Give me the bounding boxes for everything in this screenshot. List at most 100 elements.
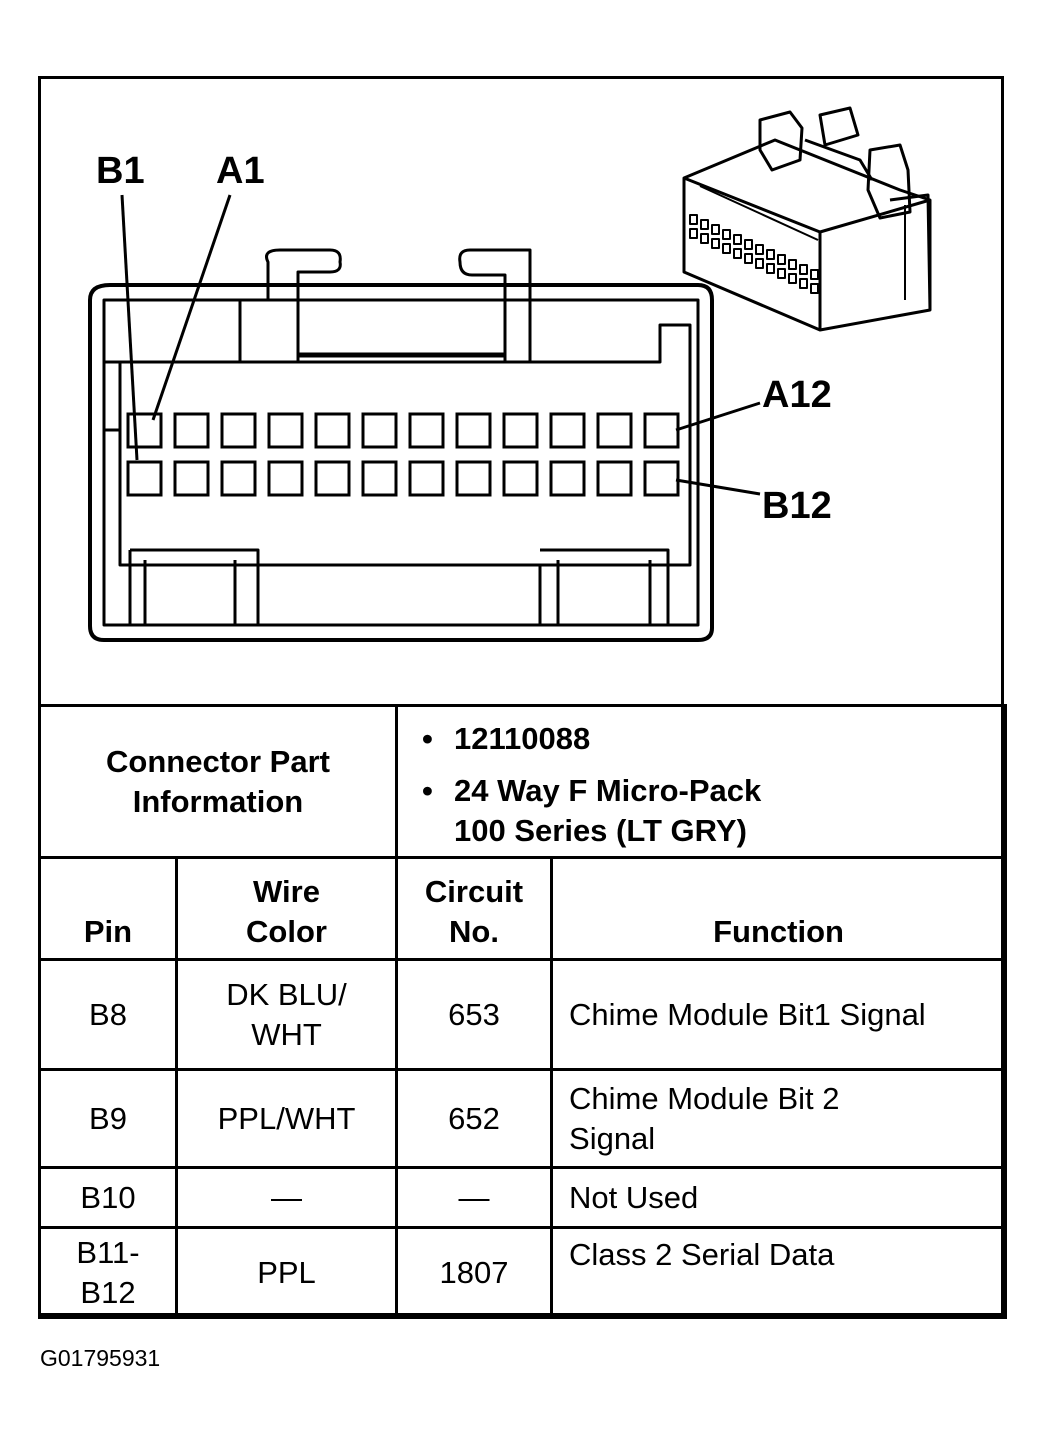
label-b12: B12 <box>762 485 832 527</box>
header-pin: Pin <box>38 856 178 961</box>
bottom-tab-left <box>128 548 260 625</box>
cavity-b10 <box>549 460 586 497</box>
cavity-a11 <box>596 412 633 449</box>
part-info-heading: Connector Part Information <box>37 704 399 859</box>
cavity-b3 <box>220 460 257 497</box>
iso-cavity <box>733 248 742 259</box>
cavity-a5 <box>314 412 351 449</box>
cavity-b8 <box>455 460 492 497</box>
iso-cavity <box>788 259 797 270</box>
iso-cavity <box>777 268 786 279</box>
iso-cavity <box>766 263 775 274</box>
iso-cavity <box>744 239 753 250</box>
cavity-b9 <box>502 460 539 497</box>
label-b1: B1 <box>96 150 145 192</box>
circuit-cell: 653 <box>395 958 554 1071</box>
label-a12: A12 <box>762 374 832 416</box>
iso-cavity <box>755 258 764 269</box>
cavity-b2 <box>173 460 210 497</box>
cavity-a10 <box>549 412 586 449</box>
circuit-cell: 1807 <box>395 1226 554 1319</box>
function-cell: Class 2 Serial Data <box>550 1226 1008 1319</box>
iso-cavity <box>689 214 698 225</box>
part-info-details: • 12110088 • 24 Way F Micro-Pack 100 Ser… <box>395 704 1008 859</box>
cavity-a6 <box>361 412 398 449</box>
iso-cavity <box>777 254 786 265</box>
cavity-a9 <box>502 412 539 449</box>
table-row: B8 DK BLU/WHT 653 Chime Module Bit1 Sign… <box>38 958 1008 1071</box>
connector-face-diagram <box>88 106 932 642</box>
wire-color-cell: — <box>174 1166 399 1229</box>
iso-cavity <box>799 278 808 289</box>
pin-cell: B9 <box>38 1068 178 1169</box>
iso-cavity <box>722 229 731 240</box>
iso-cavity <box>788 273 797 284</box>
connector-isometric-view <box>682 106 932 332</box>
connector-housing <box>88 283 714 642</box>
iso-cavity <box>733 234 742 245</box>
iso-cavity <box>810 269 819 280</box>
iso-cavity <box>700 219 709 230</box>
connector-description-item: • 24 Way F Micro-Pack 100 Series (LT GRY… <box>422 771 1004 851</box>
wire-color-cell: DK BLU/WHT <box>174 958 399 1071</box>
table-row: B11-B12 PPL 1807 Class 2 Serial Data <box>38 1226 1008 1319</box>
latch-left <box>238 248 342 362</box>
part-number: 12110088 <box>454 721 591 756</box>
figure-code: G01795931 <box>40 1345 161 1371</box>
leader-a1 <box>151 194 232 421</box>
circuit-cell: 652 <box>395 1068 554 1169</box>
connector-body <box>118 323 692 567</box>
iso-cavity <box>722 243 731 254</box>
pin-cell: B11-B12 <box>38 1226 178 1319</box>
pin-cell: B8 <box>38 958 178 1071</box>
cavity-b4 <box>267 460 304 497</box>
cavity-b6 <box>361 460 398 497</box>
iso-cavity <box>689 228 698 239</box>
table-row: B10 — — Not Used <box>38 1166 1008 1229</box>
iso-cavity <box>711 238 720 249</box>
part-info-row: Connector Part Information • 12110088 • … <box>37 704 1008 859</box>
latch-right <box>458 248 532 362</box>
circuit-cell: — <box>395 1166 554 1229</box>
cavity-b11 <box>596 460 633 497</box>
pin-cell: B10 <box>38 1166 178 1229</box>
part-number-item: • 12110088 <box>422 719 1004 759</box>
leader-b12 <box>675 478 761 496</box>
connector-description-line2: 100 Series (LT GRY) <box>454 813 747 848</box>
part-info-heading-line2: Information <box>132 783 304 819</box>
leader-a12 <box>675 401 761 432</box>
cavity-b1 <box>126 460 163 497</box>
iso-cavity <box>700 233 709 244</box>
cavity-a1 <box>126 412 163 449</box>
cavity-a4 <box>267 412 304 449</box>
iso-cavity <box>711 224 720 235</box>
cavity-a3 <box>220 412 257 449</box>
wire-color-cell: PPL/WHT <box>174 1068 399 1169</box>
iso-cavity <box>799 264 808 275</box>
connector-pinout-table: Connector Part Information • 12110088 • … <box>37 704 1008 1319</box>
bullet-icon: • <box>422 773 433 808</box>
cavity-b12 <box>643 460 680 497</box>
wire-color-cell: PPL <box>174 1226 399 1319</box>
part-info-heading-line1: Connector Part <box>106 743 330 779</box>
cavity-b7 <box>408 460 445 497</box>
function-cell: Chime Module Bit1 Signal <box>550 958 1008 1071</box>
cavity-a2 <box>173 412 210 449</box>
iso-cavity <box>755 244 764 255</box>
cavity-a12 <box>643 412 680 449</box>
bullet-icon: • <box>422 721 433 756</box>
cavity-a8 <box>455 412 492 449</box>
label-a1: A1 <box>216 150 265 192</box>
iso-cavity <box>766 249 775 260</box>
cavity-a7 <box>408 412 445 449</box>
function-cell: Not Used <box>550 1166 1008 1229</box>
leader-b1 <box>120 194 139 461</box>
bottom-tab-right <box>538 548 670 625</box>
iso-cavity <box>744 253 753 264</box>
cavity-b5 <box>314 460 351 497</box>
